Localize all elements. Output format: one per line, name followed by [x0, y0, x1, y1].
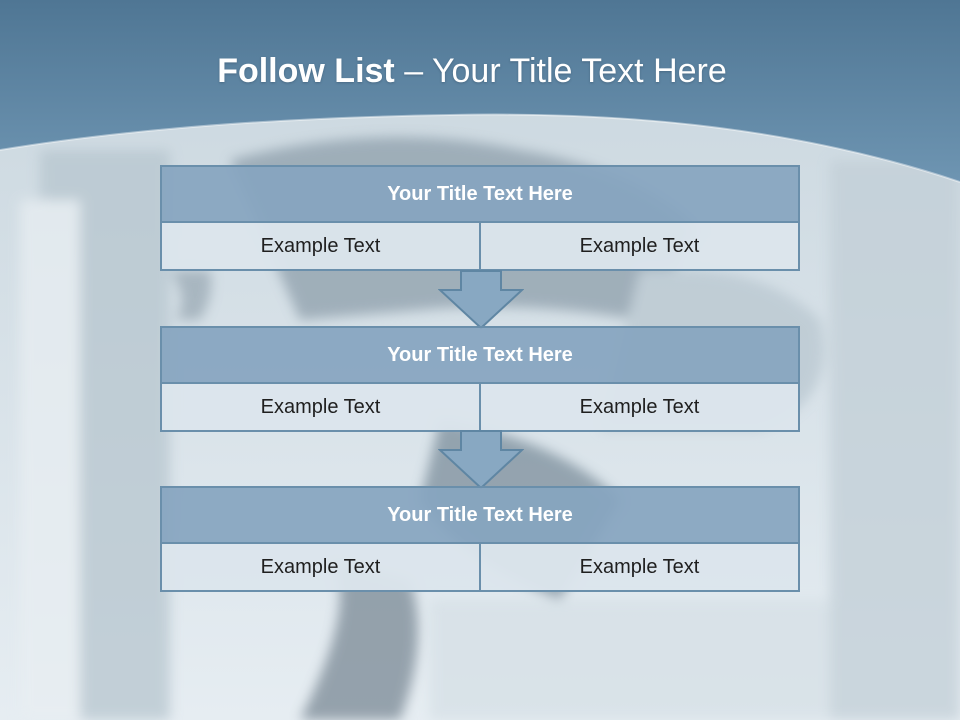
flow-box-cell-left: Example Text: [162, 384, 479, 430]
flow-box-cell-left: Example Text: [162, 544, 479, 590]
flow-box-2[interactable]: Your Title Text Here Example Text Exampl…: [160, 326, 800, 432]
flow-box-row: Example Text Example Text: [162, 544, 798, 590]
flow-box-row: Example Text Example Text: [162, 384, 798, 430]
down-arrow-icon: [438, 270, 524, 330]
flow-box-title: Your Title Text Here: [162, 167, 798, 223]
flow-box-cell-right: Example Text: [479, 223, 798, 269]
flow-box-3[interactable]: Your Title Text Here Example Text Exampl…: [160, 486, 800, 592]
slide-title-bold: Follow List: [217, 52, 395, 90]
flow-box-cell-left: Example Text: [162, 223, 479, 269]
slide-title-rest: – Your Title Text Here: [404, 52, 727, 90]
slide-title: Follow List – Your Title Text Here: [0, 52, 944, 91]
down-arrow-icon: [438, 430, 524, 490]
flow-box-cell-right: Example Text: [479, 544, 798, 590]
flow-box-title: Your Title Text Here: [162, 328, 798, 384]
flow-box-1[interactable]: Your Title Text Here Example Text Exampl…: [160, 165, 800, 271]
header-band: [0, 0, 960, 183]
flow-box-row: Example Text Example Text: [162, 223, 798, 269]
flow-box-title: Your Title Text Here: [162, 488, 798, 544]
flow-box-cell-right: Example Text: [479, 384, 798, 430]
